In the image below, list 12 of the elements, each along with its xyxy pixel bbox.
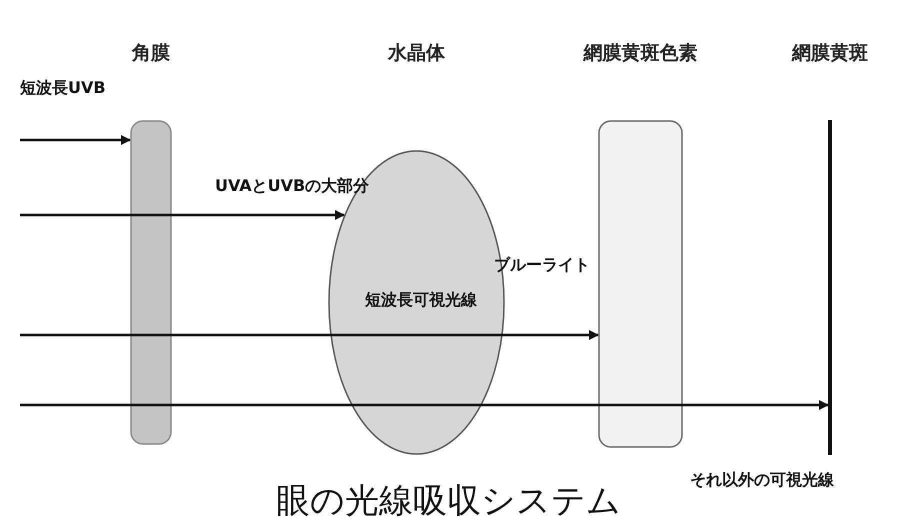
edge-label: それ以外の可視光線 (690, 470, 834, 491)
column-heading: 角膜 (132, 41, 170, 66)
edge-label: 短波長可視光線 (365, 290, 477, 311)
caption: 眼の光線吸収システム (276, 481, 621, 521)
column-heading: 水晶体 (388, 41, 445, 66)
column-heading: 網膜黄斑 (792, 41, 868, 66)
arrow (20, 330, 599, 340)
arrow (20, 400, 829, 410)
edge-label: 短波長UVB (20, 78, 106, 99)
arrow (20, 135, 131, 145)
arrow (20, 210, 346, 220)
column-heading: 網膜黄斑色素 (584, 41, 698, 66)
